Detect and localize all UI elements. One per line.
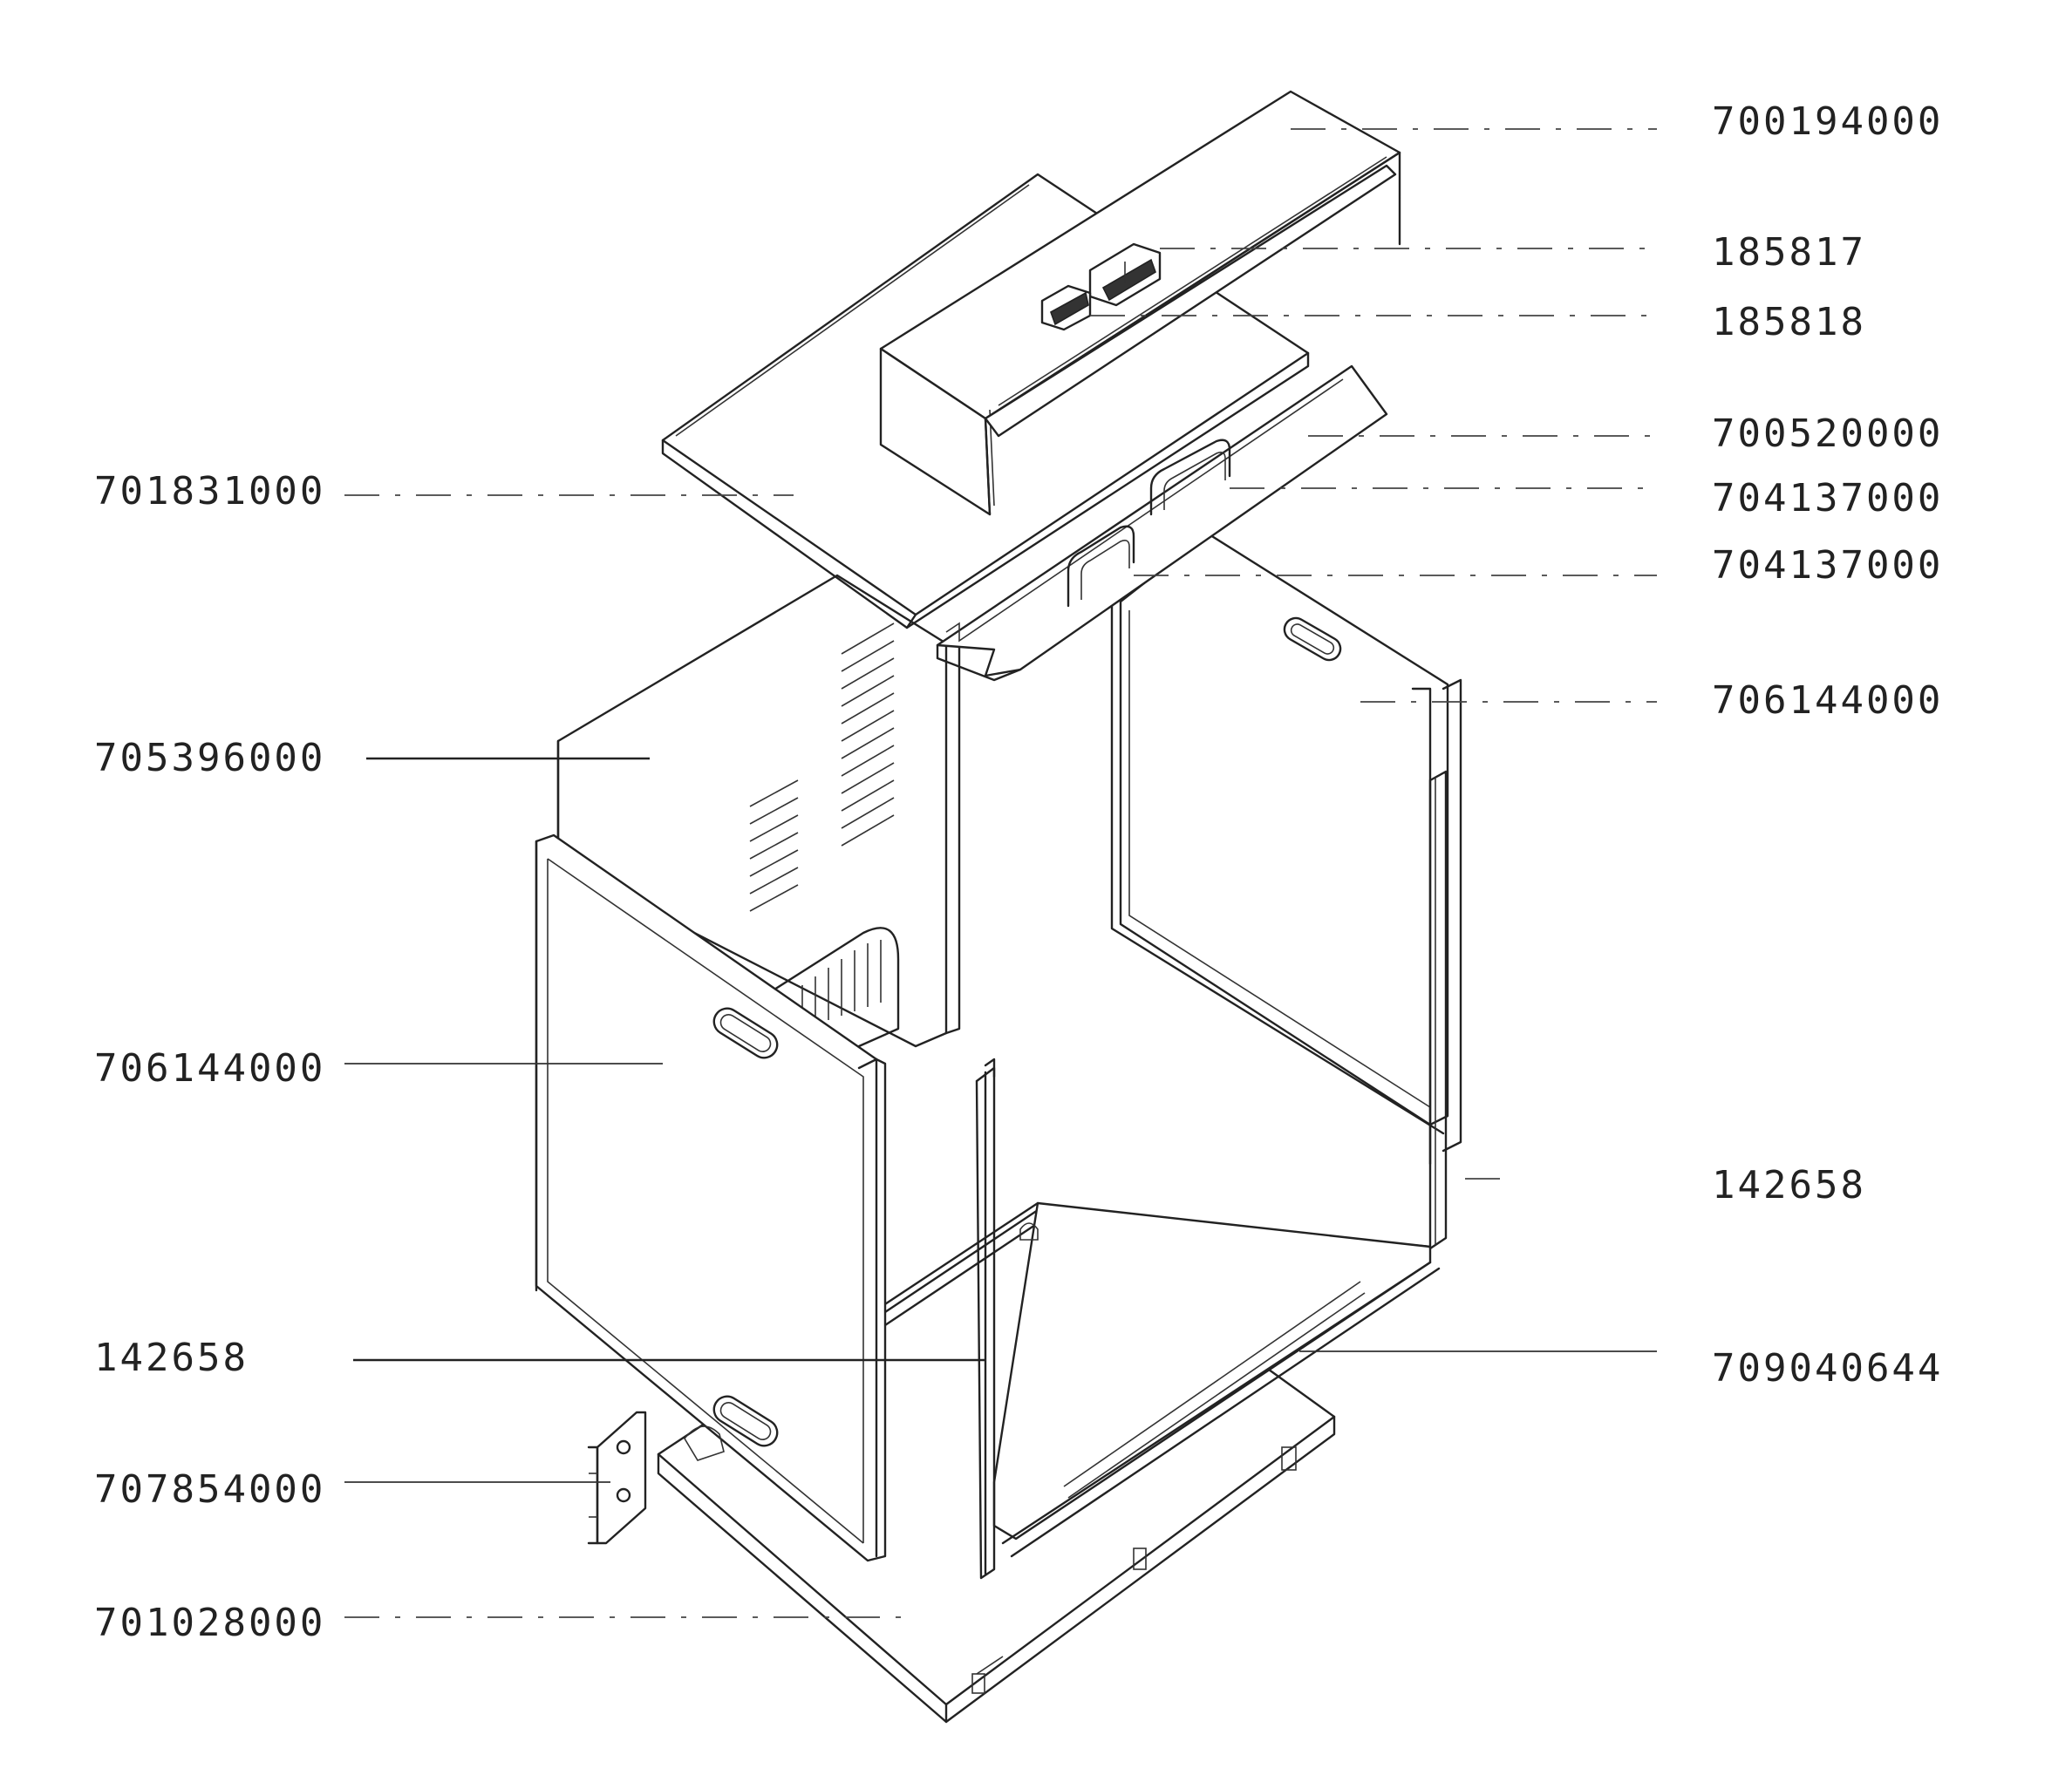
back-panel bbox=[556, 574, 961, 1048]
left-seal bbox=[975, 1058, 996, 1580]
top-plate bbox=[936, 364, 1388, 682]
left-side-panel bbox=[535, 833, 887, 1562]
label-bottom-rail: 709040644 bbox=[1712, 1346, 1944, 1391]
bracket bbox=[587, 1411, 725, 1545]
back-panel-grille bbox=[801, 940, 882, 1029]
label-left-side-panel: 706144000 bbox=[94, 1046, 326, 1091]
right-side-panel bbox=[1110, 532, 1449, 1135]
label-left-seal: 142658 bbox=[94, 1336, 249, 1380]
label-top-cover: 700194000 bbox=[1712, 99, 1944, 144]
handle-right bbox=[1149, 439, 1231, 516]
label-handle-left: 704137000 bbox=[1712, 543, 1944, 588]
label-base-plate: 701028000 bbox=[94, 1601, 326, 1645]
label-top-plate: 700520000 bbox=[1712, 412, 1944, 456]
label-right-seal: 142658 bbox=[1712, 1163, 1866, 1207]
right-seal bbox=[1411, 678, 1462, 1250]
handle-left bbox=[1067, 525, 1135, 608]
label-back-panel: 705396000 bbox=[94, 736, 326, 780]
leader-lines bbox=[344, 128, 1657, 1618]
label-handle-right: 704137000 bbox=[1712, 476, 1944, 520]
label-bracket: 707854000 bbox=[94, 1467, 326, 1512]
back-panel-vents bbox=[749, 622, 895, 912]
label-right-side-panel: 706144000 bbox=[1712, 678, 1944, 723]
label-connector-a: 185817 bbox=[1712, 230, 1866, 275]
connector-185818 bbox=[1040, 284, 1092, 331]
label-connector-b: 185818 bbox=[1712, 300, 1866, 344]
label-top-panel: 701831000 bbox=[94, 469, 326, 514]
